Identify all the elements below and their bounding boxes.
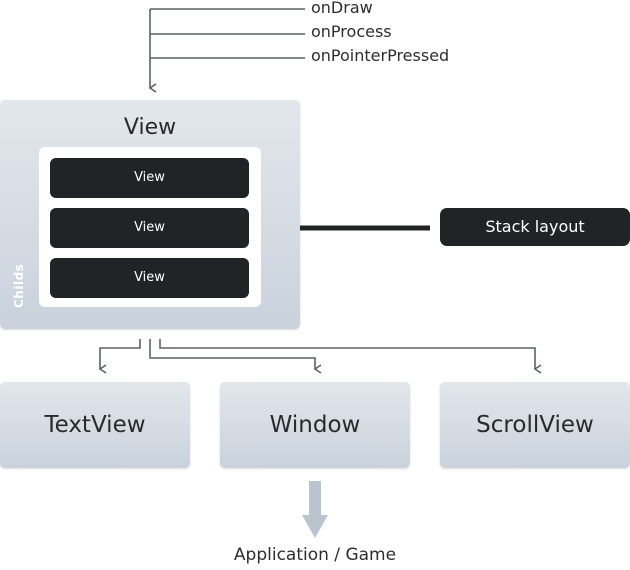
view-title: View [123,115,177,140]
window-box: Window [220,382,410,468]
application-game-label: Application / Game [233,545,397,565]
scrollview-label: ScrollView [476,412,594,438]
event-label-onpointerpressed: onPointerPressed [311,46,450,65]
view-box: View Childs View View View [0,100,300,329]
textview-label: TextView [44,412,146,438]
window-label: Window [269,412,361,438]
child-view-3: View [50,258,249,298]
scrollview-box: ScrollView [440,382,630,468]
childs-label: Childs [12,263,26,308]
big-down-arrow [302,481,328,538]
subclass-connectors [100,339,535,369]
children-panel: View View View [39,147,261,307]
event-label-ondraw: onDraw [311,0,373,17]
event-bracket [150,8,305,88]
textview-box: TextView [0,382,190,468]
child-view-1: View [50,158,249,198]
stack-layout-box: Stack layout [440,208,630,246]
event-label-onprocess: onProcess [311,22,392,41]
child-view-2: View [50,208,249,248]
